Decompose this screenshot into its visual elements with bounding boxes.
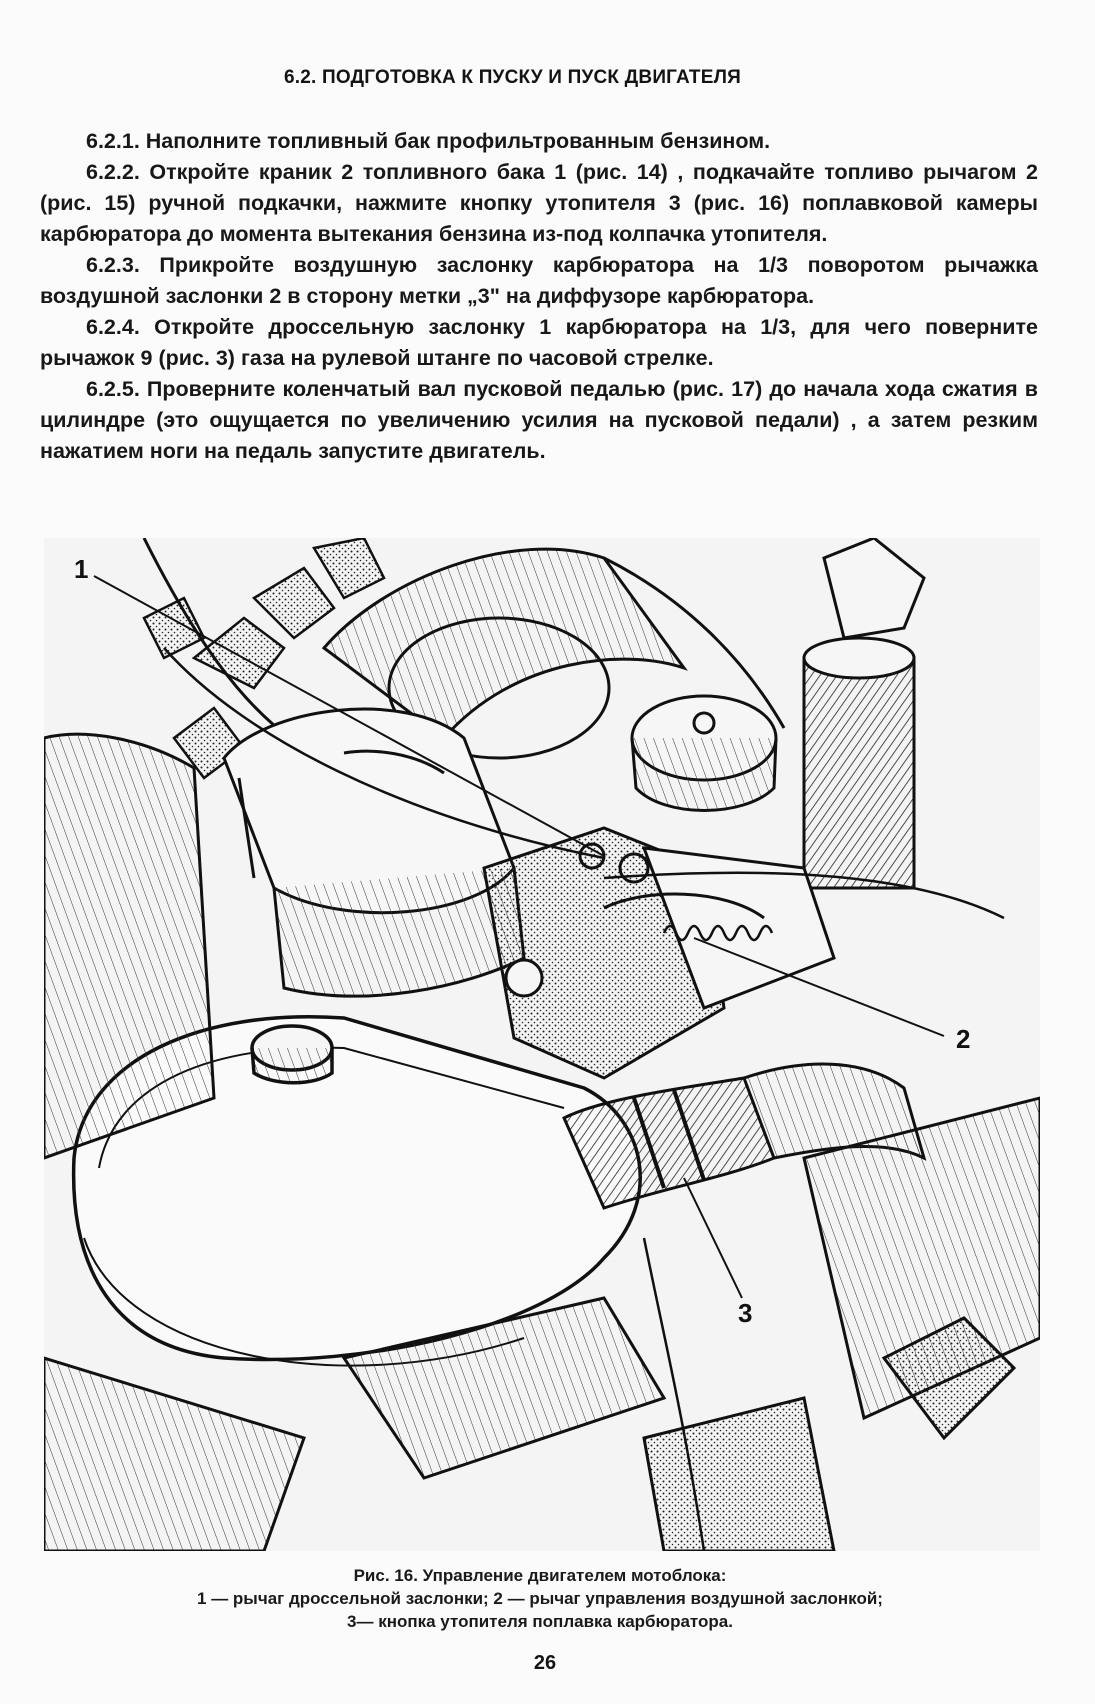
callout-leaders bbox=[93, 575, 945, 1299]
instructions-text: 6.2.1. Наполните топливный бак профильтр… bbox=[40, 126, 1038, 467]
paragraph-6-2-1: 6.2.1. Наполните топливный бак профильтр… bbox=[86, 129, 771, 153]
engine-illustration: 1 2 3 bbox=[44, 538, 1040, 1551]
section-heading: 6.2. ПОДГОТОВКА К ПУСКУ И ПУСК ДВИГАТЕЛЯ bbox=[284, 67, 741, 88]
figure-caption: Рис. 16. Управление двигателем мотоблока… bbox=[40, 1564, 1040, 1633]
intake-hose bbox=[562, 1062, 927, 1210]
paragraph-6-2-5: 6.2.5. Проверните коленчатый вал пусково… bbox=[40, 377, 1038, 463]
air-filter-housing bbox=[71, 1015, 642, 1367]
engine-block bbox=[44, 732, 1040, 1551]
fuel-tank bbox=[321, 547, 786, 760]
caption-title: Рис. 16. Управление двигателем мотоблока… bbox=[353, 1566, 727, 1585]
engine-drawing bbox=[44, 538, 1040, 1551]
page-number: 26 bbox=[533, 1652, 557, 1674]
callout-2: 2 bbox=[956, 1024, 971, 1054]
carburetor bbox=[482, 826, 836, 1080]
caption-line-2: 3— кнопка утопителя поплавка карбюратора… bbox=[347, 1612, 733, 1631]
caption-line-1: 1 — рычаг дроссельной заслонки; 2 — рыча… bbox=[197, 1589, 883, 1608]
paragraph-6-2-2: 6.2.2. Откройте краник 2 топливного бака… bbox=[40, 160, 1038, 246]
control-cables bbox=[163, 647, 1005, 1551]
pump-cylinder bbox=[802, 538, 926, 890]
callout-3: 3 bbox=[738, 1298, 753, 1328]
filter-cap bbox=[630, 694, 778, 812]
spring bbox=[662, 924, 774, 942]
callout-1: 1 bbox=[74, 554, 89, 584]
paragraph-6-2-4: 6.2.4. Откройте дроссельную заслонку 1 к… bbox=[40, 315, 1038, 370]
paragraph-6-2-3: 6.2.3. Прикройте воздушную заслонку карб… bbox=[40, 253, 1038, 308]
tire-tread bbox=[142, 538, 386, 780]
